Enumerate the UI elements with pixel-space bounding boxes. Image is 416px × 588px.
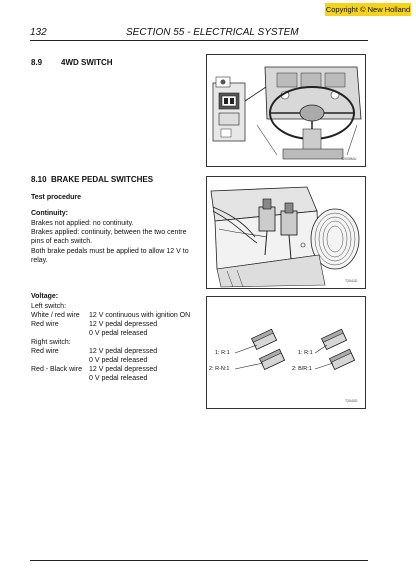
connector-label: 2: B/R:1	[292, 366, 312, 372]
figure-connectors: 1: R:1 2: R-N:1 1: R:1 2: B/R:1 T2040D	[206, 296, 366, 409]
right-switch-label: Right switch:	[31, 339, 71, 346]
connector-illustration	[234, 328, 356, 371]
voltage-wire: White / red wire	[31, 312, 80, 319]
heading-number: 8.10	[31, 175, 47, 184]
heading-title: BRAKE PEDAL SWITCHES	[51, 175, 154, 184]
continuity-line: relay.	[31, 256, 48, 264]
continuity-line: Brakes applied: continuity, between the …	[31, 229, 187, 237]
voltage-wire: Red - Black wire	[31, 366, 82, 373]
figure-4wd-switch: T2006MU	[206, 54, 366, 167]
continuity-heading: Continuity:	[31, 210, 68, 217]
voltage-heading: Voltage:	[31, 293, 59, 300]
voltage-value: 12 V continuous with ignition ON	[89, 312, 191, 319]
section-title: SECTION 55 - ELECTRICAL SYSTEM	[126, 27, 299, 38]
continuity-line: Both brake pedals must be applied to all…	[31, 247, 189, 255]
continuity-line: pins of each switch.	[31, 238, 93, 246]
test-procedure-heading: Test procedure	[31, 194, 82, 201]
heading-4wd-switch: 8.9 4WD SWITCH	[31, 58, 113, 67]
voltage-value: 0 V pedal released	[89, 330, 148, 337]
voltage-wire: Red wire	[31, 321, 59, 328]
header-rule	[30, 40, 368, 41]
voltage-value: 0 V pedal released	[89, 375, 148, 382]
dashboard-illustration	[212, 66, 362, 160]
continuity-text: Brakes not applied: no continuity. Brake…	[31, 219, 189, 265]
connector-label: 1: R:1	[298, 350, 313, 356]
figure-brake-switches: T2041D	[206, 176, 366, 289]
left-switch-label: Left switch:	[31, 303, 67, 310]
heading-title: 4WD SWITCH	[61, 58, 113, 67]
figure-reference: T2040D	[345, 399, 358, 403]
continuity-line: Brakes not applied: no continuity.	[31, 220, 134, 227]
brake-switch-illustration	[210, 186, 360, 288]
footer-rule	[30, 560, 368, 561]
connector-label: 2: R-N:1	[209, 366, 230, 372]
voltage-value: 12 V pedal depressed	[89, 348, 158, 355]
copyright-badge: Copyright © New Holland	[325, 3, 411, 16]
figure-reference: T2041D	[345, 279, 358, 283]
voltage-wire: Red wire	[31, 348, 59, 355]
figure-reference: T2006MU	[341, 157, 357, 161]
heading-number: 8.9	[31, 58, 43, 67]
voltage-value: 12 V pedal depressed	[89, 366, 158, 373]
page-number: 132	[30, 27, 47, 38]
voltage-value: 0 V pedal released	[89, 357, 148, 364]
voltage-value: 12 V pedal depressed	[89, 321, 158, 328]
heading-brake-pedal-switches: 8.10 BRAKE PEDAL SWITCHES	[31, 175, 153, 184]
connector-label: 1: R:1	[215, 350, 230, 356]
